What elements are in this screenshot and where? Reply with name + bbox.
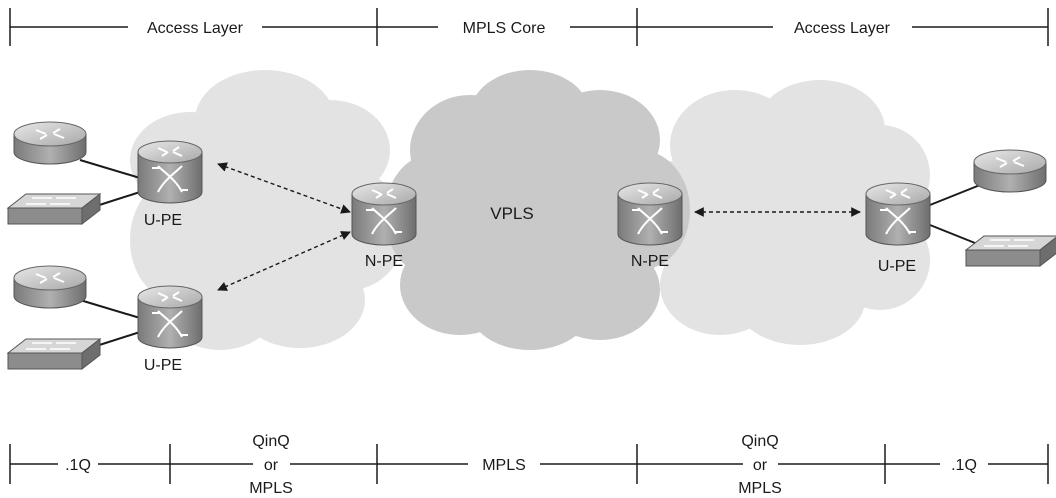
npe-right-label: N-PE xyxy=(631,253,669,270)
npe-left-router xyxy=(351,182,417,246)
bottom-scale-mpls-right: MPLS xyxy=(738,480,782,497)
pseudowire-links xyxy=(217,162,861,291)
ce-router-right xyxy=(973,149,1047,193)
ce-switch-left-top xyxy=(7,193,101,225)
bottom-scale-dot1q-left: .1Q xyxy=(65,457,91,474)
bottom-scale-or-left: or xyxy=(264,457,279,474)
npe-right-router xyxy=(617,182,683,246)
upe-left-bottom-router xyxy=(137,285,203,349)
top-scale-access-layer-right: Access Layer xyxy=(794,20,891,37)
bottom-scale-dot1q-right: .1Q xyxy=(951,457,977,474)
top-scale-access-layer-left: Access Layer xyxy=(147,20,244,37)
upe-right-label: U-PE xyxy=(878,258,916,275)
bottom-scale-mpls-core: MPLS xyxy=(482,457,526,474)
bottom-scale-or-right: or xyxy=(753,457,768,474)
bottom-scale xyxy=(9,444,1049,484)
upe-left-top-router xyxy=(137,140,203,204)
vpls-label: VPLS xyxy=(490,204,533,223)
upe-left-bottom-label: U-PE xyxy=(144,357,182,374)
mpls-core-cloud xyxy=(385,70,690,350)
upe-right-router xyxy=(865,182,931,246)
bottom-scale-mpls-left: MPLS xyxy=(249,480,293,497)
ce-router-left-bottom xyxy=(13,265,87,309)
ce-switch-left-bottom xyxy=(7,338,101,370)
upe-left-top-label: U-PE xyxy=(144,212,182,229)
ce-router-left-top xyxy=(13,121,87,165)
ce-switch-right xyxy=(965,235,1056,267)
bottom-scale-qinq-right: QinQ xyxy=(741,433,778,450)
top-scale xyxy=(9,8,1049,46)
npe-left-label: N-PE xyxy=(365,253,403,270)
links xyxy=(79,159,981,349)
bottom-scale-qinq-left: QinQ xyxy=(252,433,289,450)
top-scale-mpls-core: MPLS Core xyxy=(463,20,546,37)
